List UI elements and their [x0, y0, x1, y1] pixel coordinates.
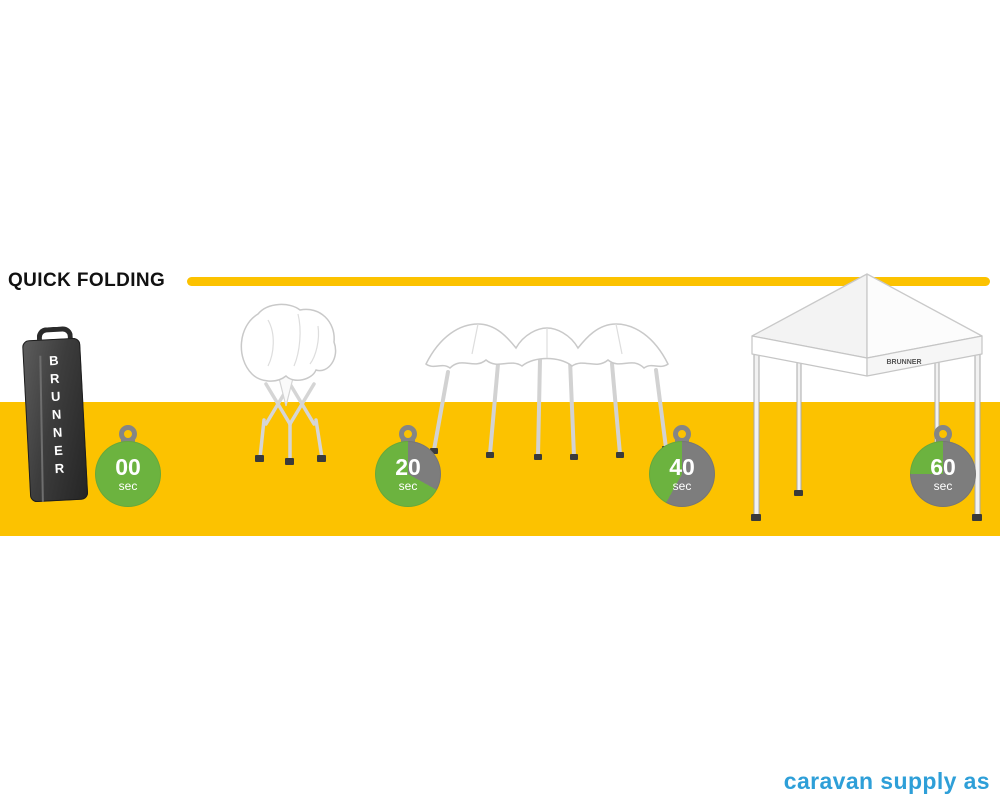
stopwatch-40sec: 40 sec: [649, 425, 715, 515]
bag-brand-label: BRUNNER: [45, 352, 68, 480]
carry-bag-illustration: BRUNNER: [21, 337, 89, 503]
gazebo-feet: [751, 490, 982, 521]
frame-feet: [255, 455, 326, 465]
timer-unit: sec: [933, 479, 953, 493]
stage-gazebo-assembled: BRUNNER: [742, 268, 992, 526]
canopy-feet: [430, 446, 670, 460]
stopwatch-crown-icon: [934, 425, 952, 443]
timer-unit: sec: [398, 479, 418, 493]
canopy-fold-lines: [471, 323, 623, 358]
canopy-legs: [432, 358, 668, 458]
bag-zipper: [39, 355, 44, 502]
gazebo-brand-label: BRUNNER: [887, 359, 922, 366]
title-rule: [187, 277, 990, 286]
stopwatch-face: 00 sec: [95, 441, 161, 507]
stopwatch-20sec: 20 sec: [375, 425, 441, 515]
stopwatch-crown-icon: [673, 425, 691, 443]
spreading-canopy-illustration: [425, 323, 670, 460]
stopwatch-face: 20 sec: [375, 441, 441, 507]
stage-canopy-spread: [420, 312, 675, 462]
stopwatch-crown-icon: [119, 425, 137, 443]
crumpled-canopy-fabric: [240, 303, 337, 382]
stage-folded-frame: [228, 300, 350, 468]
stopwatch-crown-icon: [399, 425, 417, 443]
gazebo-valance: [751, 335, 983, 377]
stopwatch-60sec: 60 sec: [910, 425, 976, 515]
timer-unit: sec: [672, 479, 692, 493]
timer-value: 40: [669, 454, 695, 480]
timer-unit: sec: [118, 479, 138, 493]
stopwatch-face: 40 sec: [649, 441, 715, 507]
watermark: caravan supply as: [783, 768, 990, 794]
page-title: QUICK FOLDING: [8, 270, 166, 291]
gazebo-illustration: BRUNNER: [751, 273, 983, 521]
stopwatch-face: 60 sec: [910, 441, 976, 507]
timer-value: 60: [930, 454, 956, 480]
stage-packed-bag: BRUNNER: [16, 325, 95, 504]
fabric-fold-lines: [267, 313, 320, 367]
folded-frame-illustration: [240, 303, 337, 465]
folded-frame-legs: [258, 382, 324, 462]
yellow-band: [0, 402, 1000, 536]
timer-value: 00: [115, 454, 141, 480]
stopwatch-00sec: 00 sec: [95, 425, 161, 515]
timer-value: 20: [395, 454, 421, 480]
